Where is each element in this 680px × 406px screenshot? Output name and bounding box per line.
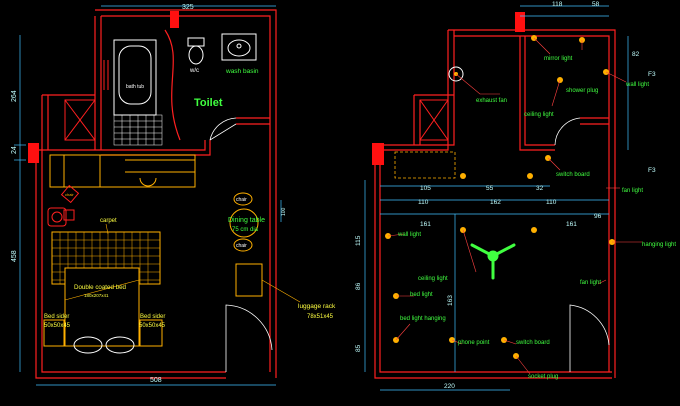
ceiling-fan-icon [470,243,516,280]
luggage-rack: luggage rack 78x51x45 [235,263,336,320]
chair-small-label: chair [65,192,74,197]
wardrobe-counter [49,154,196,188]
dining-table-size: 75 cm dia [232,227,259,233]
bed-light-label: bed light [410,292,433,298]
dim-r-right-c: F3 [648,167,656,174]
wash-basin-fixture [221,33,257,61]
dim-r-top-b: 58 [592,1,600,8]
dim-top-325: 325 [182,4,194,11]
exhaust-fan-icon [448,66,464,82]
switch-board-top-label: switch board [556,172,590,178]
exhaust-fan-label: exhaust fan [476,98,507,104]
toilet-tile-grid [113,114,163,146]
dim-r-row2-c: 110 [546,199,557,206]
left-cabinet-cross [64,99,96,141]
entrance-door [225,304,273,372]
chair-top-label: chair [236,197,247,203]
bed-sider-left-label: Bed sider [44,314,69,320]
dim-r-row3-a: 161 [420,221,431,228]
toilet-label: Toilet [194,97,223,109]
mirror-light-label: mirror light [544,56,573,62]
dim-r-left-b: 86 [355,282,362,290]
double-bed: Double coated bed 180x207x41 [64,267,140,354]
dining-table-label: Dining table [228,217,265,224]
luggage-rack-size: 78x51x45 [307,314,334,320]
right-wardrobe-outline [394,151,456,179]
bed-sider-left-size: 50x50x45 [44,323,71,329]
dim-r-top-a: 118 [552,1,563,8]
wall-light-left-label: wall light [397,232,421,238]
dim-left-458: 458 [11,250,18,262]
left-walls [35,9,277,379]
column-left-right-plan [372,143,384,165]
dim-r-row3-c: 96 [594,213,602,220]
dim-r-left-a: 115 [355,235,362,246]
shower-plug-label: shower plug [566,88,598,94]
dim-r-right-b: F3 [648,71,656,78]
carpet-label: carpet [100,218,117,224]
dim-r-row3-b: 161 [566,221,577,228]
wc-fixture [187,37,205,65]
ceiling-light-d-icon [531,227,537,233]
dim-right-100: 100 [281,207,287,216]
dim-bottom-508: 508 [150,377,162,384]
wash-basin-label: wash basin [225,68,259,75]
shower-curve-partition [164,29,181,141]
right-labels: mirror light exhaust fan shower plug cei… [397,56,676,380]
hanging-light-label: hanging light [642,242,676,248]
dim-r-row2-b: 162 [490,199,501,206]
bed-sider-right-label: Bed sider [140,314,165,320]
dim-r-left-c: 85 [355,344,362,352]
dim-r-row1-b: 55 [486,185,494,192]
bed-light-hanging-label: bed light hanging [400,316,446,322]
phone-point-label: phone point [458,340,490,346]
chair-small-top: chair [60,184,80,204]
dining-set: chair chair Dining table 75 cm dia [228,192,265,252]
right-leader-lines [387,37,642,375]
left-floor-plan: bath tub w/c wash basin Toile [11,4,336,386]
dim-r-row2-a: 110 [418,199,429,206]
ceiling-light-top-label: ceiling light [524,112,554,118]
wc-label: w/c [189,68,199,74]
column-top-left-plan [170,11,179,28]
wall-light-tr-label: wall light [625,82,649,88]
socket-plug-label: socket plug [528,374,558,380]
left-dimension-lines [14,5,282,386]
dim-r-right-a: 82 [632,51,640,58]
bed-siders [43,319,163,347]
right-dimension-texts: 118 58 105 55 32 110 162 110 161 161 96 … [355,1,656,390]
right-toilet-door [554,117,581,146]
ceiling-light-a-icon [460,173,466,179]
double-bed-size: 180x207x41 [84,293,109,298]
bath-window [103,60,109,90]
bath-tub-label: bath tub [126,84,144,90]
bed-sider-right-size: 50x50x45 [139,323,166,329]
dim-left-24: 24 [11,146,18,154]
double-bed-label: Double coated bed [74,284,127,291]
right-entrance-door [569,304,610,372]
right-electrical-plan: 118 58 105 55 32 110 162 110 161 161 96 … [355,1,676,391]
column-top-right-plan [515,12,525,32]
dim-left-264: 264 [11,90,18,102]
fan-light-right-label: fan light [580,280,601,286]
luggage-rack-label: luggage rack [298,303,336,310]
right-dimension-lines [364,5,629,391]
right-cabinet-cross [419,99,449,141]
dim-r-row1-a: 105 [420,185,431,192]
dim-r-vert-mid: 163 [447,295,454,306]
fan-light-label: fan light [622,188,643,194]
ceiling-light-mid-label: ceiling light [418,276,448,282]
chair-bottom-label: chair [236,243,247,249]
switch-board-bottom-label: switch board [516,340,550,346]
toilet-door [209,117,237,141]
dim-r-bottom: 220 [444,383,455,390]
column-left-plan [28,143,39,163]
dim-r-row1-c: 32 [536,185,544,192]
ceiling-light-b-icon [527,173,533,179]
reading-chair-left [47,207,75,227]
